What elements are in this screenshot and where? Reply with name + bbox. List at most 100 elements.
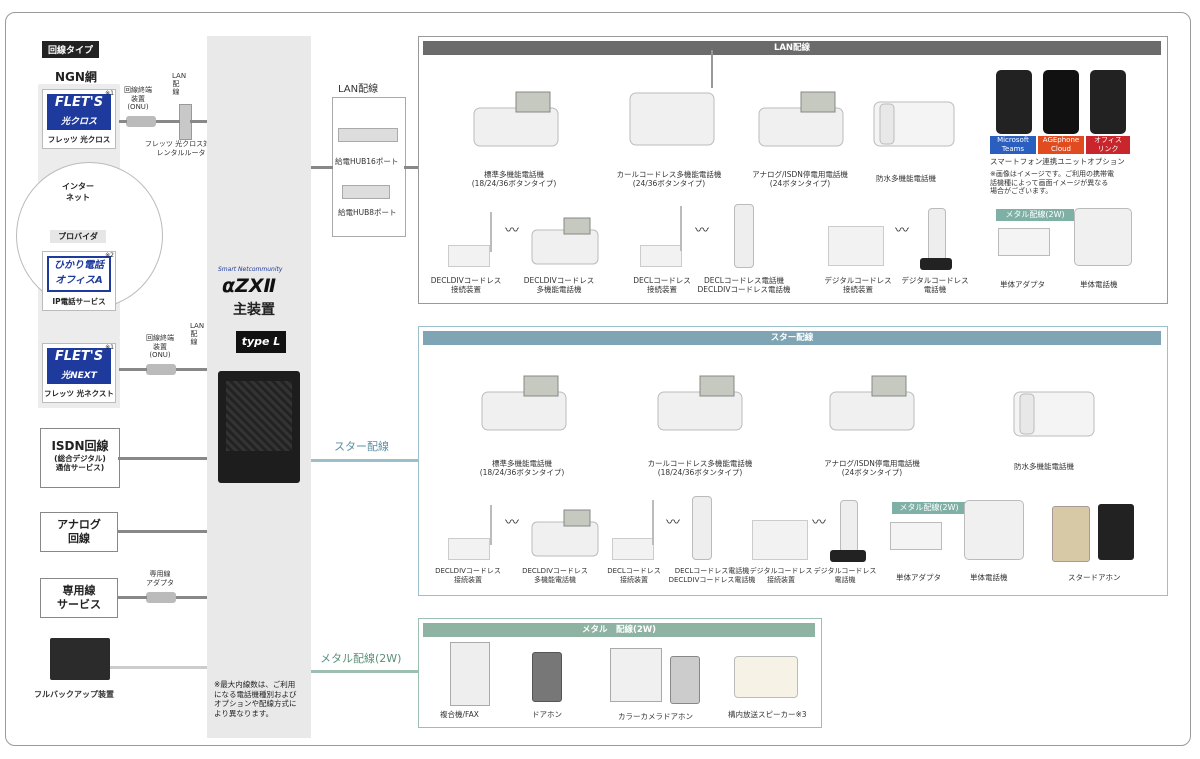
flets-cross-label: フレッツ 光クロス	[47, 135, 111, 144]
smartphone-3	[1090, 70, 1126, 134]
metal-item-1: ドアホン	[532, 710, 562, 719]
app-office-link: オフィス リンク	[1086, 136, 1130, 154]
star-adapter-device	[890, 522, 942, 550]
star-row2-label-1: DECLDIVコードレス 多機能電話機	[522, 567, 588, 584]
wifi-icon: 〰	[505, 515, 519, 531]
lan-vertical-label-2: LAN配線	[190, 322, 205, 346]
footnote: ※最大内線数は、ご利用 になる電話機種別および オプションや配線方式に より異な…	[214, 680, 297, 718]
metal-connector-label: メタル配線(2W)	[320, 652, 402, 665]
line-main-star	[311, 459, 418, 462]
lan-row2-label-4: デジタルコードレス 接続装置	[824, 276, 892, 294]
lan-row2-label-0: DECLDIVコードレス 接続装置	[430, 276, 502, 294]
lan-declediv-antenna	[490, 212, 492, 252]
lan-phone-analog-label: アナログ/ISDN停電用電話機 (24ボタンタイプ)	[752, 170, 848, 188]
lan-phone-waterproof-label: 防水多機能電話機	[876, 174, 936, 183]
star-doorphone-2	[1098, 504, 1134, 560]
onu2-device	[146, 364, 176, 375]
star-phone-waterproof-label: 防水多機能電話機	[1014, 462, 1074, 471]
lan-single-phone-label: 単体電話機	[1080, 280, 1118, 289]
line-type-tag: 回線タイプ	[42, 41, 100, 58]
star-declediv-base	[448, 538, 490, 560]
line-next-onu	[119, 368, 147, 371]
star-metal-tag: メタル配線(2W)	[892, 502, 966, 514]
star-row2-label-2: DECLコードレス 接続装置	[607, 567, 661, 584]
metal-item-2: カラーカメラドアホン	[618, 712, 693, 721]
color-camera-doorphone-unit	[670, 656, 700, 704]
star-decl-antenna	[652, 500, 654, 545]
metal-item-0: 複合機/FAX	[440, 710, 479, 719]
isdn-sub: (総合デジタル) 通信サービス)	[54, 454, 106, 472]
app-teams: Microsoft Teams	[990, 136, 1036, 154]
hub16-label: 給電HUB16ポート	[335, 157, 399, 166]
wifi-icon: 〰	[505, 223, 519, 239]
star-row2-label-3: DECLコードレス電話機 DECLDIVコードレス電話機	[668, 567, 756, 584]
star-doorphone-label: スタードアホン	[1068, 573, 1121, 582]
star-digital-charger	[830, 550, 866, 562]
star-phone-curl	[654, 372, 746, 432]
hub8-label: 給電HUB8ポート	[338, 208, 397, 217]
hikari-label: IP電話サービス	[52, 297, 106, 306]
star-row2-label-0: DECLDIVコードレス 接続装置	[435, 567, 501, 584]
line-onu-router	[156, 120, 180, 123]
provider-label: プロバイダ	[50, 230, 106, 243]
lan-phone-curl	[626, 48, 718, 148]
star-adapter-label: 単体アダプタ	[896, 573, 941, 582]
lan-row2-label-3: DECLコードレス電話機 DECLDIVコードレス電話機	[697, 276, 791, 294]
smartphone-caption: スマートフォン連携ユニットオプション	[990, 157, 1125, 166]
onu2-label: 回線終端 装置 (ONU)	[146, 334, 174, 359]
smartphone-2	[1043, 70, 1079, 134]
multifunction-fax-device	[450, 642, 490, 706]
doorphone-device	[532, 652, 562, 702]
router-label: フレッツ 光クロス対応 レンタルルータ	[144, 140, 218, 157]
internet-label: インター ネット	[62, 182, 94, 202]
wifi-icon: 〰	[666, 515, 680, 531]
lan-adapter-device	[998, 228, 1050, 256]
star-decl-base	[612, 538, 654, 560]
line-isdn-main	[118, 457, 208, 460]
star-row2-label-5: デジタルコードレス 電話機	[813, 567, 877, 584]
backup-label: フルバックアップ装置	[34, 690, 114, 699]
flets-next-note: ※1	[105, 344, 114, 351]
lan-single-phone-device	[1074, 208, 1132, 266]
star-connector-label: スター配線	[334, 440, 389, 453]
lan-digital-charger	[920, 258, 952, 270]
star-phone-waterproof	[1010, 382, 1098, 438]
type-l-badge: type L	[236, 331, 286, 353]
line-router-main	[190, 120, 208, 123]
onu1-device	[126, 116, 156, 127]
metal-item-3: 構内放送スピーカー※3	[728, 710, 807, 719]
lan-phone-analog	[755, 88, 847, 148]
analog-box: アナログ 回線	[40, 512, 118, 552]
main-unit-grille	[226, 381, 292, 451]
wifi-icon: 〰	[695, 223, 709, 239]
star-digital-handset	[840, 500, 858, 554]
lan-adapter-label: 単体アダプタ	[1000, 280, 1045, 289]
line-backup-main	[110, 666, 208, 669]
line-senyou-adapter	[118, 596, 147, 599]
app-agephone: AGEphone Cloud	[1038, 136, 1084, 154]
line-analog-main	[118, 530, 208, 533]
backup-device	[50, 638, 110, 680]
isdn-title: ISDN回線	[51, 439, 109, 453]
hikari-badge: ひかり電話オフィスA	[47, 256, 111, 292]
senyou-adapter-device	[146, 592, 176, 603]
color-camera-doorphone-monitor	[610, 648, 662, 702]
senyou-adapter-label: 専用線 アダプタ	[146, 570, 174, 587]
star-phone-analog	[826, 372, 918, 432]
lan-declediv-phone	[530, 216, 600, 266]
lan-phone-standard	[470, 88, 562, 148]
flets-cross-note: ※1	[105, 90, 114, 97]
line-main-hub	[311, 166, 333, 169]
lan-decl-base	[640, 245, 682, 267]
star-phone-standard	[478, 372, 570, 432]
outer-frame	[5, 12, 1191, 746]
brand-logo: αZXⅡ	[222, 275, 276, 297]
line-adapter-main	[176, 596, 208, 599]
star-digital-base	[752, 520, 808, 560]
main-unit-device	[218, 371, 300, 483]
star-declediv-phone	[530, 508, 600, 558]
wifi-icon: 〰	[895, 223, 909, 239]
